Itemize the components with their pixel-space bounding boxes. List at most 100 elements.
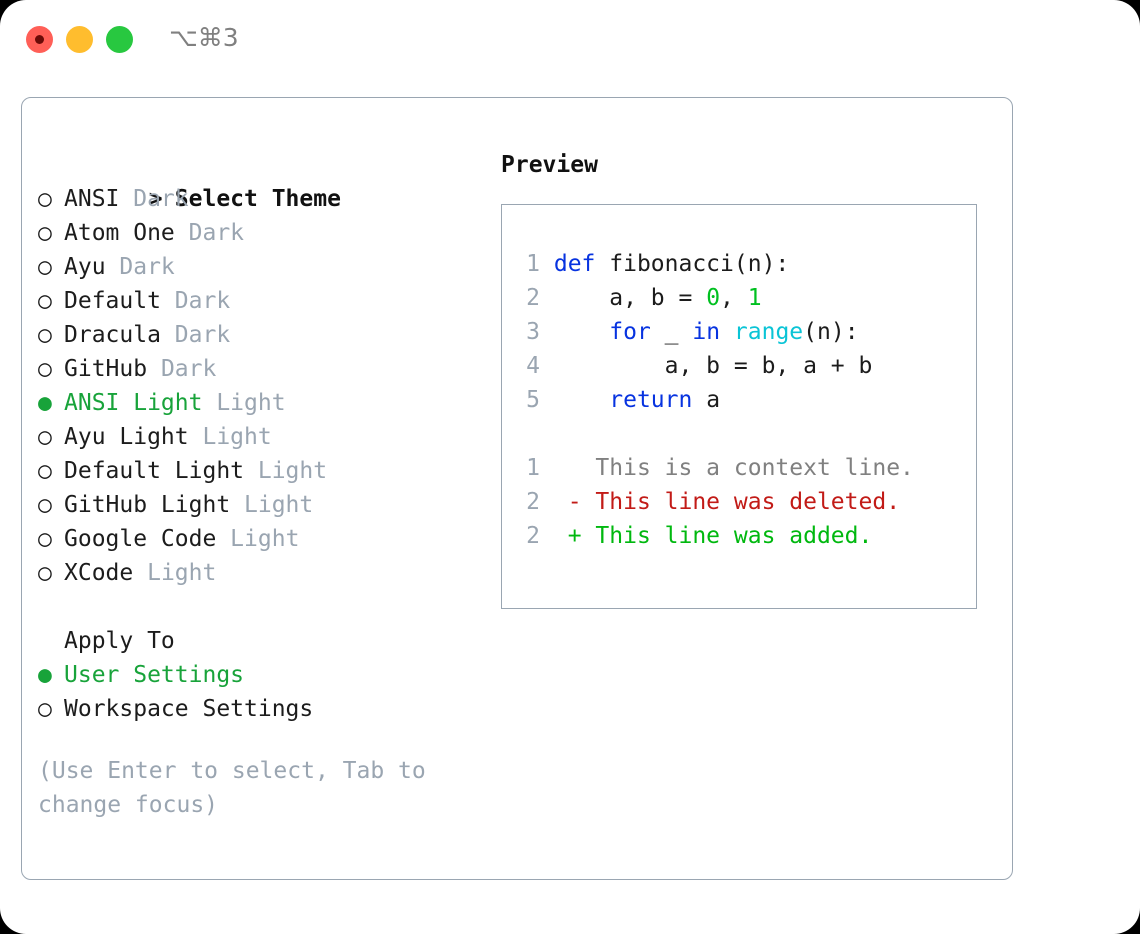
diff-line: 2 + This line was added. [514, 519, 970, 553]
code-token [554, 319, 609, 345]
keyboard-shortcut-label: ⌥⌘3 [169, 23, 239, 52]
radio-unselected-icon: ○ [38, 356, 66, 382]
theme-name-label: ANSI [64, 186, 120, 212]
code-token: _ [650, 319, 693, 345]
code-token: (n): [803, 319, 859, 345]
title-bar: ⌥⌘3 [0, 0, 1140, 76]
radio-unselected-icon: ○ [38, 288, 66, 314]
line-gutter-space [540, 489, 568, 515]
radio-unselected-icon: ○ [38, 458, 66, 484]
theme-list-item[interactable]: ○ Default Light Light [38, 454, 468, 488]
line-gutter-space [540, 251, 554, 277]
line-gutter-space [540, 455, 568, 481]
theme-name-label: GitHub Light [64, 492, 231, 518]
maximize-window-button[interactable] [106, 26, 133, 53]
line-number: 2 [526, 285, 540, 311]
theme-name-label: Dracula [64, 322, 161, 348]
theme-list-item[interactable]: ● ANSI Light Light [38, 386, 468, 420]
code-line: 1 def fibonacci(n): [514, 247, 970, 281]
code-line: 5 return a [514, 383, 970, 417]
theme-name-label: GitHub [64, 356, 148, 382]
radio-unselected-icon: ○ [38, 696, 66, 722]
code-token: in [692, 319, 721, 345]
theme-name-label: Google Code [64, 526, 217, 552]
theme-list-item[interactable]: ○ GitHub Dark [38, 352, 468, 386]
code-token: a, b = [553, 285, 707, 311]
theme-picker-column: > Select Theme ○ ANSI Dark○ Atom One Dar… [38, 148, 468, 822]
preview-title: Preview [501, 152, 598, 178]
line-gutter-space [540, 319, 554, 345]
code-token: , [720, 285, 748, 311]
theme-list-item[interactable]: ○ Google Code Light [38, 522, 468, 556]
code-line: 4 a, b = b, a + b [514, 349, 970, 383]
code-line: 3 for _ in range(n): [514, 315, 970, 349]
radio-unselected-icon: ○ [38, 492, 66, 518]
code-token: def [553, 251, 596, 277]
theme-list: ○ ANSI Dark○ Atom One Dark○ Ayu Dark○ De… [38, 182, 468, 590]
radio-selected-icon: ● [38, 662, 66, 688]
theme-mode-label: Light [202, 390, 286, 416]
theme-list-item[interactable]: ○ GitHub Light Light [38, 488, 468, 522]
theme-list-item[interactable]: ○ Ayu Dark [38, 250, 468, 284]
theme-mode-label: Dark [119, 186, 189, 212]
diff-marker: - [567, 489, 596, 515]
code-line: 2 a, b = 0, 1 [514, 281, 970, 315]
theme-mode-label: Light [230, 492, 314, 518]
apply-to-label: User Settings [64, 662, 245, 688]
code-token: 1 [747, 285, 762, 311]
theme-name-label: Ayu Light [64, 424, 189, 450]
diff-text: This line was added. [595, 523, 873, 549]
theme-mode-label: Dark [174, 220, 245, 246]
code-token: range [733, 319, 804, 345]
code-token: for [609, 319, 651, 345]
radio-unselected-icon: ○ [38, 560, 66, 586]
diff-text: This is a context line. [595, 455, 914, 481]
diff-marker: + [567, 523, 596, 549]
theme-list-item[interactable]: ○ ANSI Dark [38, 182, 468, 216]
theme-mode-label: Light [188, 424, 272, 450]
theme-list-item[interactable]: ○ Default Dark [38, 284, 468, 318]
diff-line: 1 This is a context line. [514, 451, 970, 485]
diff-line: 2 - This line was deleted. [514, 485, 970, 519]
theme-name-label: ANSI Light [64, 390, 203, 416]
apply-to-item[interactable]: ○ Workspace Settings [38, 692, 468, 726]
theme-mode-label: Light [133, 560, 217, 586]
theme-name-label: Default [64, 288, 161, 314]
line-gutter-space [540, 387, 554, 413]
section-spacer [38, 590, 468, 624]
keyboard-hint-text: (Use Enter to select, Tab to change focu… [38, 758, 440, 818]
line-gutter-space [540, 353, 554, 379]
close-window-button[interactable] [26, 26, 53, 53]
line-number: 2 [526, 489, 540, 515]
apply-to-list: ● User Settings○ Workspace Settings [38, 658, 468, 726]
radio-unselected-icon: ○ [38, 526, 66, 552]
theme-list-item[interactable]: ○ Atom One Dark [38, 216, 468, 250]
apply-to-header: Apply To [64, 628, 175, 654]
minimize-window-button[interactable] [66, 26, 93, 53]
radio-selected-icon: ● [38, 390, 66, 416]
theme-mode-label: Dark [147, 356, 217, 382]
radio-unselected-icon: ○ [38, 220, 66, 246]
apply-to-item[interactable]: ● User Settings [38, 658, 468, 692]
line-number: 2 [526, 523, 540, 549]
code-token [720, 319, 734, 345]
theme-list-item[interactable]: ○ Dracula Dark [38, 318, 468, 352]
diff-text: This line was deleted. [595, 489, 901, 515]
prompt-caret-icon: > [148, 186, 177, 212]
radio-unselected-icon: ○ [38, 322, 66, 348]
theme-list-item[interactable]: ○ XCode Light [38, 556, 468, 590]
theme-mode-label: Dark [105, 254, 175, 280]
theme-mode-label: Light [216, 526, 300, 552]
code-token: a, b = b, a + b [553, 353, 873, 379]
theme-name-label: Ayu [64, 254, 106, 280]
theme-picker-header: > Select Theme [38, 148, 468, 212]
page-title: Select Theme [174, 186, 341, 212]
theme-name-label: Default Light [64, 458, 245, 484]
diff-marker [568, 455, 596, 481]
code-token: 0 [706, 285, 721, 311]
code-token [554, 387, 609, 413]
theme-list-item[interactable]: ○ Ayu Light Light [38, 420, 468, 454]
